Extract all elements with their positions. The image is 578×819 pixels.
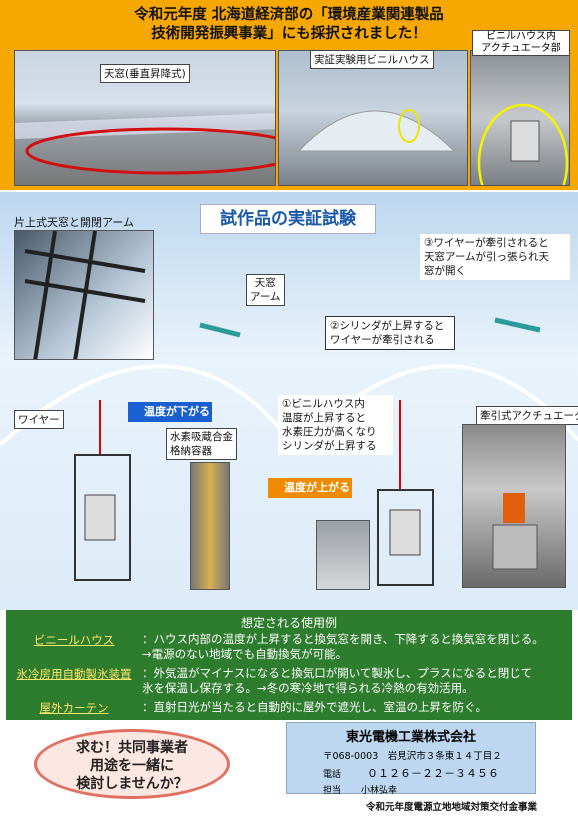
step1-line4: シリンダが上昇する	[282, 440, 377, 452]
step3-line3: 窓が開く	[424, 265, 466, 277]
callout-line2: 用途を一緒に	[90, 758, 174, 774]
skylight-photo	[14, 50, 276, 186]
headline-line1: 令和元年度 北海道経済部の「環境産業関連製品	[134, 7, 444, 23]
step1-line1: ①ビニルハウス内	[282, 398, 365, 410]
actuator-device-art	[492, 493, 538, 570]
use-desc-ice: ：外気温がマイナスになると換気口が開いて製氷し、プラスになると閉じて氷を保温し保…	[142, 666, 567, 696]
temp-up-arrow: 温度が上がる	[268, 478, 352, 498]
use-title: 想定される使用例	[240, 616, 337, 630]
contact-label: 担当	[323, 786, 342, 796]
step3-box: ③ワイヤーが牽引されると 天窓アームが引っ張られ天 窓が開く	[420, 234, 570, 280]
callout-line3: 検討しませんか？	[76, 776, 188, 792]
use-term-curtain: 屋外カーテン	[39, 701, 109, 715]
use-desc-ice-1: ：外気温がマイナスになると換気口が開いて製氷し、プラスになると閉じて	[142, 666, 533, 680]
actuator-photo	[470, 50, 570, 186]
storage-photo	[190, 462, 230, 590]
use-term-greenhouse: ビニールハウス	[33, 633, 115, 647]
tenmado-label: 天窓 アーム	[246, 274, 285, 306]
greenhouse-photo	[278, 50, 468, 186]
contact-name: 小林弘幸	[361, 786, 398, 796]
roof-arm-photo	[14, 230, 154, 360]
use-desc-ice-2: 氷を保温し保存する。→冬の寒冷地で得られる冷熱の有効活用。	[142, 681, 474, 695]
footer-note: 令和元年度電源立地地域対策交付金事業	[366, 802, 538, 813]
headline-line2: 技術開発振興事業」にも採択されました！	[151, 26, 427, 42]
greenhouse-label: 実証実験用ビニルハウス	[310, 50, 434, 69]
step1-line3: 水素圧力が高くなり	[282, 426, 377, 438]
headline: 令和元年度 北海道経済部の「環境産業関連製品 技術開発振興事業」にも採択されまし…	[8, 6, 570, 44]
company-name: 東光電機工業株式会社	[345, 730, 476, 745]
wire-label: ワイヤー	[14, 410, 64, 429]
tel-label: 電話	[323, 770, 342, 780]
storage-label-2: 格納容器	[170, 445, 212, 457]
tenmado-label-1: 天窓	[254, 277, 276, 289]
step1-box: ①ビニルハウス内 温度が上昇すると 水素圧力が高くなり シリンダが上昇する	[278, 395, 393, 455]
storage-label-1: 水素吸蔵合金	[170, 431, 233, 443]
company-card: 東光電機工業株式会社 〒068-0003 岩見沢市３条東１４丁目２ 電話 ０１２６…	[286, 722, 536, 796]
company-address: 〒068-0003 岩見沢市３条東１４丁目２	[323, 751, 502, 762]
actuator-title: 牽引式アクチュエータ	[476, 406, 578, 425]
cylinder-photo	[316, 520, 370, 590]
actuator-photo-art	[477, 103, 569, 185]
step2-line1: ②シリンダが上昇すると	[330, 320, 445, 332]
actuator-label: ビニルハウス内 アクチュエータ部	[472, 30, 570, 56]
roof-arm-art	[24, 231, 146, 359]
skylight-label: 天窓(垂直昇降式)	[100, 64, 190, 83]
use-term-ice: 氷冷房用自動製氷装置	[16, 667, 132, 681]
use-desc-greenhouse-1: ：ハウス内部の温度が上昇すると換気窓を開き、下降すると換気窓を閉じる。	[142, 632, 544, 646]
step3-line2: 天窓アームが引っ張られ天	[424, 251, 550, 263]
use-desc-curtain: ：直射日光が当たると自動的に屋外で遮光し、室温の上昇を防ぐ。	[142, 700, 567, 715]
actuator-device-photo	[462, 424, 566, 588]
actuator-label-2: アクチュエータ部	[481, 43, 561, 54]
use-desc-greenhouse: ：ハウス内部の温度が上昇すると換気窓を開き、下降すると換気窓を閉じる。→電源のな…	[142, 632, 567, 662]
tenmado-label-2: アーム	[250, 291, 281, 303]
tel-number: ０１２６－２２－３４５６	[367, 767, 500, 780]
diagram	[0, 317, 578, 586]
highlight-ellipse	[25, 127, 275, 175]
partner-callout: 求む！共同事業者 用途を一緒に 検討しませんか？	[34, 729, 230, 799]
skylight-photo-art	[15, 113, 275, 175]
step1-line2: 温度が上昇すると	[282, 412, 366, 424]
temp-down-arrow: 温度が下がる	[128, 402, 212, 422]
step2-box: ②シリンダが上昇すると ワイヤーが牽引される	[325, 316, 455, 350]
left-photo-label: 片上式天窓と開閉アーム	[14, 216, 135, 229]
step2-line2: ワイヤーが牽引される	[330, 334, 435, 346]
actuator-label-1: ビニルハウス内	[486, 31, 556, 42]
step3-line1: ③ワイヤーが牽引されると	[424, 237, 549, 249]
storage-label: 水素吸蔵合金 格納容器	[166, 428, 237, 460]
callout-line1: 求む！共同事業者	[76, 740, 188, 756]
greenhouse-photo-art	[297, 109, 456, 152]
use-desc-greenhouse-2: →電源のない地域でも自動換気が可能。	[142, 647, 348, 661]
use-cases: 想定される使用例 ビニールハウス ：ハウス内部の温度が上昇すると換気窓を開き、下…	[6, 610, 572, 720]
use-desc-curtain-1: ：直射日光が当たると自動的に屋外で遮光し、室温の上昇を防ぐ。	[142, 700, 487, 714]
demo-title: 試作品の実証試験	[200, 204, 376, 234]
